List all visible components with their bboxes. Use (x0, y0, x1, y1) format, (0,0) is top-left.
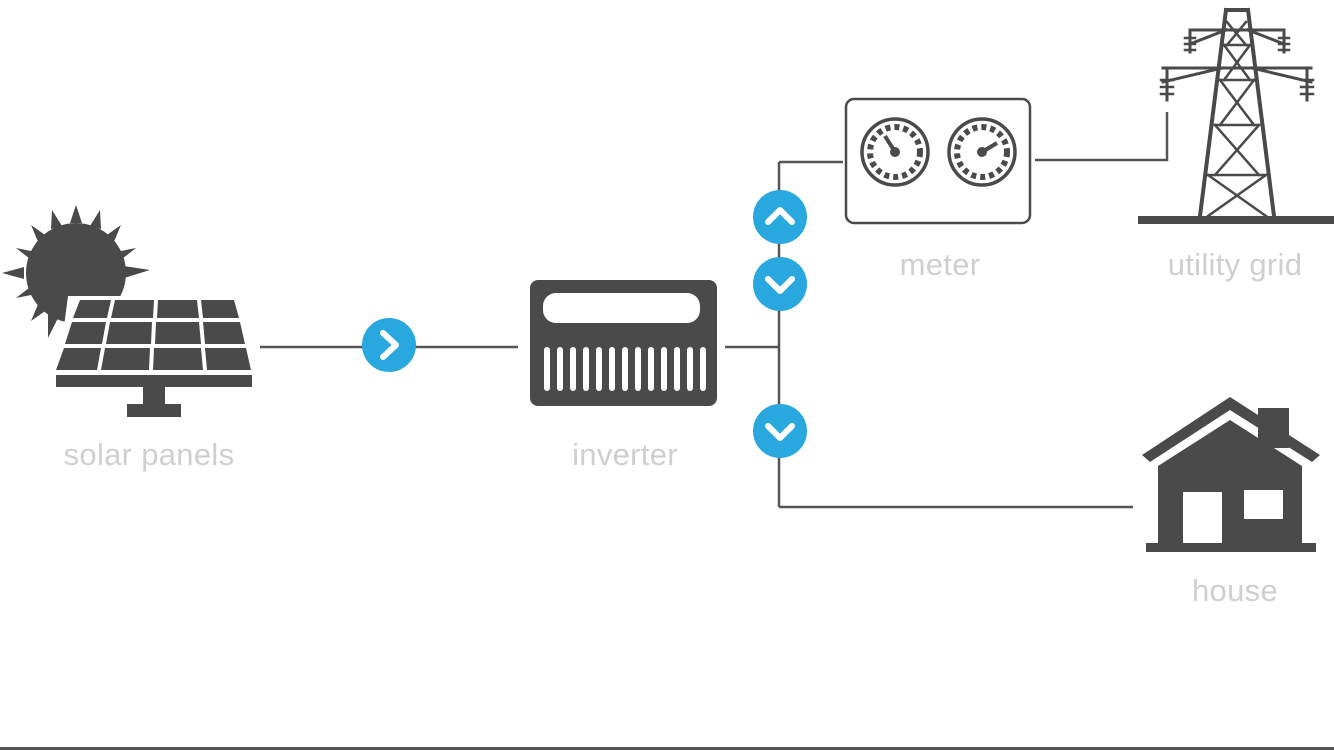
flow-arrow-to-house (753, 404, 807, 458)
solar-panel-icon (56, 296, 252, 417)
chevron-down-icon (765, 423, 795, 441)
solar-panels-label: solar panels (63, 437, 235, 472)
inverter-icon (530, 280, 717, 406)
line-meter-to-grid (1035, 112, 1169, 162)
meter-dial-left (860, 117, 930, 187)
flow-arrow-from-meter (753, 257, 807, 311)
inverter-label: inverter (572, 437, 678, 472)
utility-grid-label: utility grid (1167, 247, 1303, 282)
chevron-right-icon (380, 330, 399, 360)
meter-icon (844, 97, 1032, 225)
flow-arrow-solar-to-inverter (362, 318, 416, 372)
house-label: house (1192, 573, 1278, 608)
house-icon (1142, 397, 1320, 552)
chevron-down-icon (765, 276, 795, 294)
chevron-up-icon (765, 207, 795, 225)
meter-dial-right (947, 117, 1017, 187)
inverter-vents (544, 347, 706, 391)
meter-label: meter (899, 247, 981, 282)
bottom-divider (0, 747, 1334, 750)
sun-icon (2, 205, 150, 338)
flow-arrow-to-meter (753, 190, 807, 244)
power-tower-icon (1138, 7, 1334, 224)
